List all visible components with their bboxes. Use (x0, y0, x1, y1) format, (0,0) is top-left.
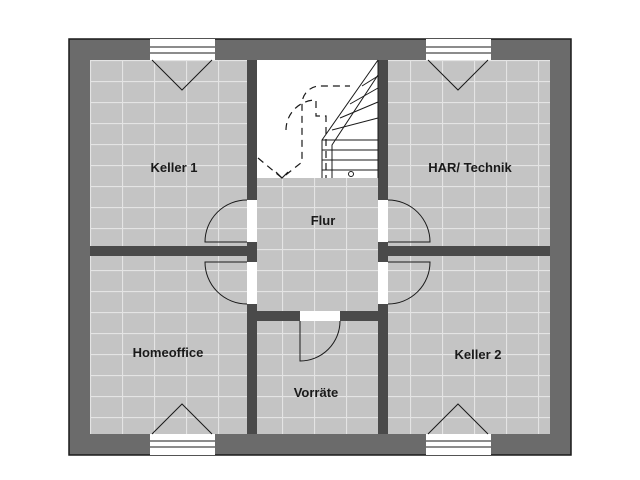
window-top-right (426, 39, 491, 60)
window-swing-top-right (427, 59, 489, 91)
door-opening-homeoffice (247, 262, 257, 304)
inner-wall-left-horizontal (90, 246, 247, 256)
room-label-keller-1: Keller 1 (151, 160, 198, 175)
staircase (321, 59, 379, 178)
window-bottom-right (426, 434, 491, 455)
door-swing-vorraete (299, 320, 341, 362)
room-floor-keller-2 (388, 256, 550, 434)
stair-walking-line (257, 85, 350, 179)
door-swing-har-technik (387, 199, 431, 243)
room-floor-keller-1 (90, 60, 247, 246)
door-swing-homeoffice (204, 261, 248, 305)
door-opening-keller-1 (247, 200, 257, 242)
stair-area (257, 60, 378, 178)
room-floor-vorraete (257, 321, 378, 434)
room-floor-homeoffice (90, 256, 247, 434)
room-floor-har-technik (388, 60, 550, 246)
window-swing-bottom-right (427, 403, 489, 435)
door-swing-keller-2 (387, 261, 431, 305)
inner-wall-right-horizontal (388, 246, 550, 256)
inner-wall-left (247, 60, 257, 434)
window-swing-top-left (151, 59, 213, 91)
room-label-keller-2: Keller 2 (455, 347, 502, 362)
stair-start-marker-icon (348, 171, 354, 177)
room-floor-flur (257, 178, 378, 311)
room-label-har-technik: HAR/ Technik (428, 160, 512, 175)
door-opening-har-technik (378, 200, 388, 242)
room-label-homeoffice: Homeoffice (133, 345, 204, 360)
window-bottom-left (150, 434, 215, 455)
door-opening-vorraete (300, 311, 340, 321)
stair-arrow-icon (275, 171, 289, 179)
door-opening-keller-2 (378, 262, 388, 304)
window-swing-bottom-left (151, 403, 213, 435)
door-swing-keller-1 (204, 199, 248, 243)
window-top-left (150, 39, 215, 60)
inner-wall-right (378, 60, 388, 434)
room-label-flur: Flur (311, 213, 336, 228)
room-label-vorraete: Vorräte (294, 385, 339, 400)
